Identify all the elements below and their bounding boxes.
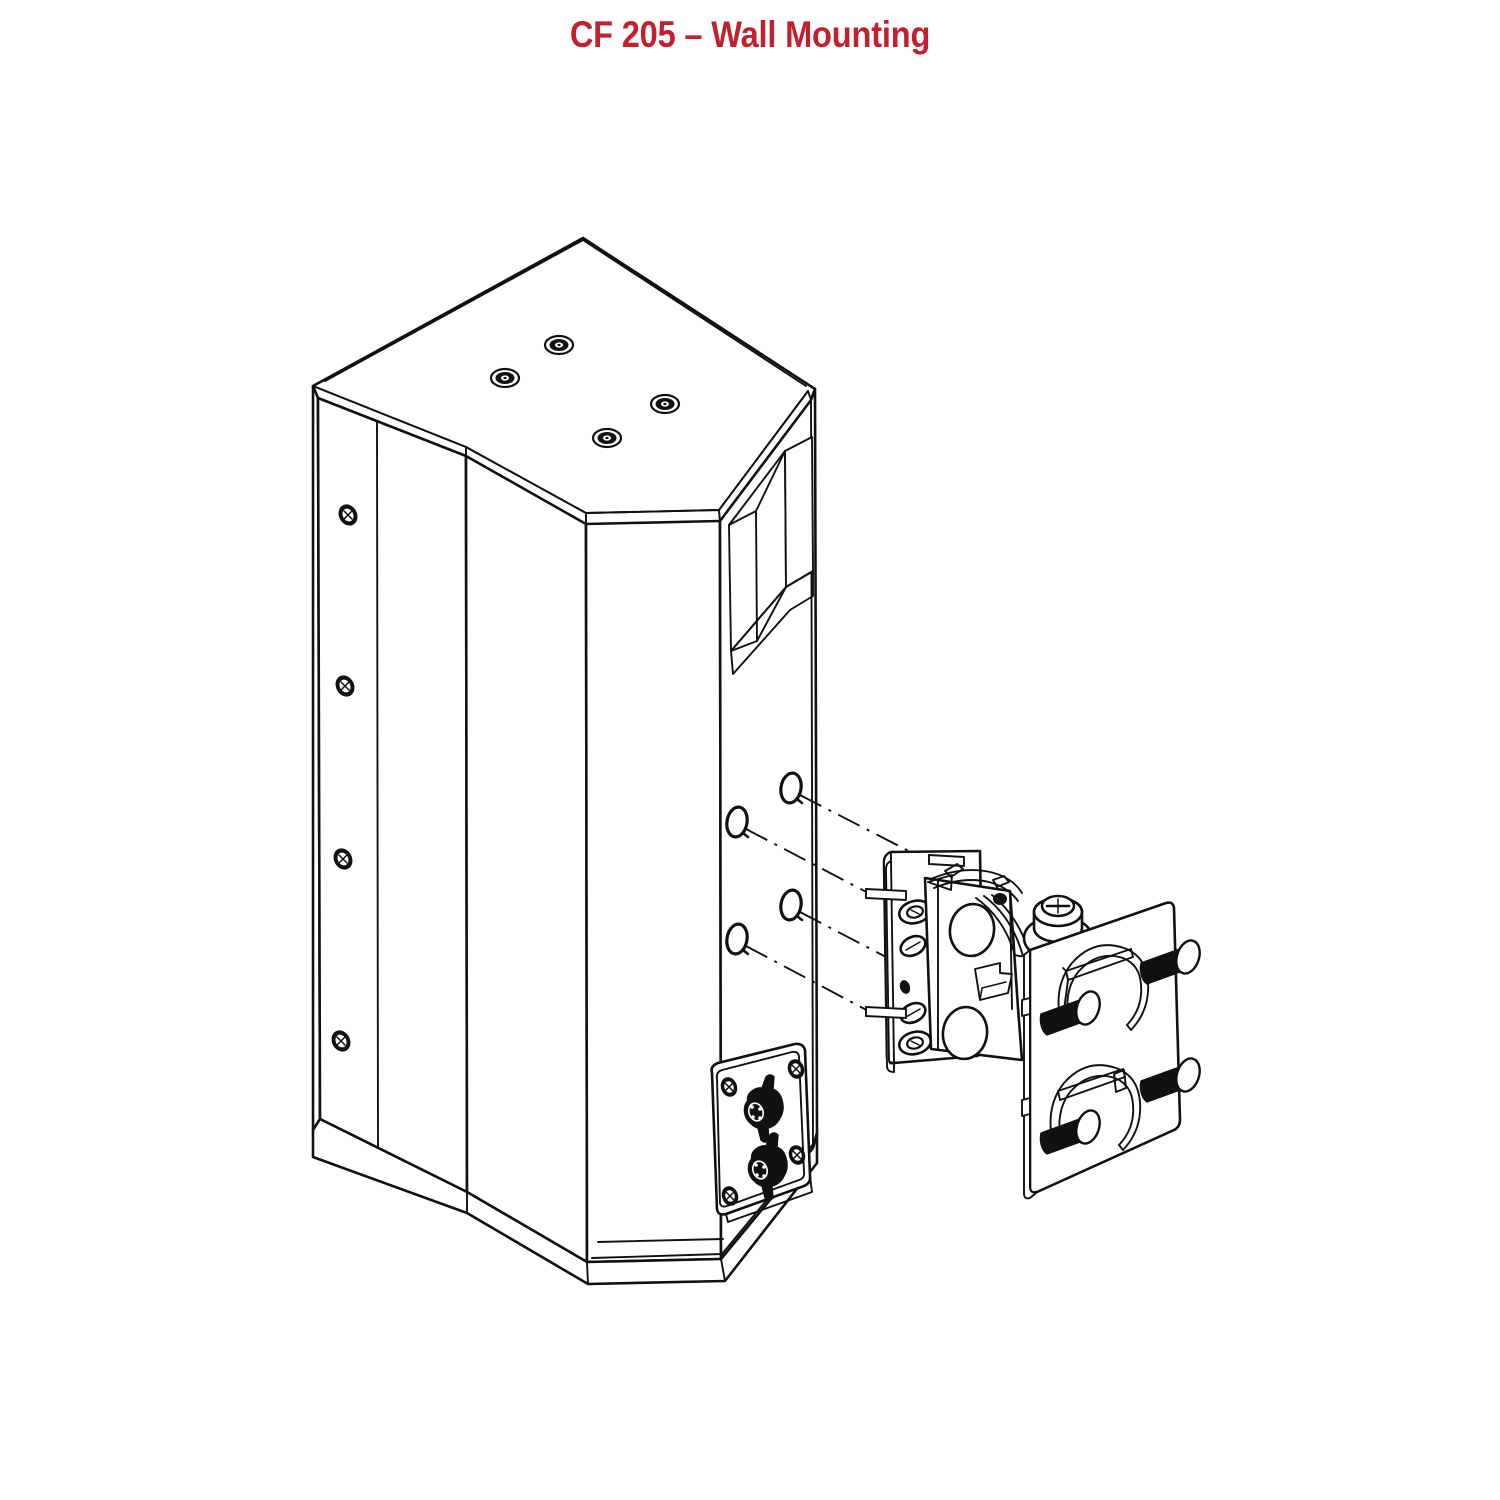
speakon-connector-plate bbox=[710, 1042, 813, 1223]
panel-screw bbox=[333, 848, 353, 870]
cabinet-base-trim bbox=[311, 1117, 819, 1286]
bracket-cutout bbox=[941, 1005, 989, 1061]
mounting-stud bbox=[928, 854, 965, 867]
panel-screw bbox=[335, 675, 355, 697]
page-title: CF 205 – Wall Mounting bbox=[569, 14, 931, 55]
mount-hole bbox=[725, 805, 750, 839]
cabinet-front-baffle bbox=[464, 454, 589, 1264]
mounting-stud bbox=[865, 888, 907, 901]
black-pin bbox=[1139, 1057, 1201, 1103]
bracket-pivot-knob bbox=[1022, 894, 1094, 962]
plate-corner-screw bbox=[787, 1059, 805, 1079]
plate-slot bbox=[899, 934, 927, 958]
cabinet-front-right-face bbox=[584, 519, 723, 1264]
wall-plate-keyhole-slot bbox=[1057, 944, 1150, 1031]
plate-corner-screw bbox=[788, 1145, 806, 1165]
top-threaded-inserts bbox=[489, 334, 681, 449]
mount-hole bbox=[779, 771, 804, 805]
exploded-alignment-centerlines bbox=[745, 794, 931, 1015]
cabinet-top-panel bbox=[311, 236, 817, 526]
top-insert bbox=[591, 427, 623, 449]
speakon-connector bbox=[747, 1132, 788, 1201]
bracket-articulating-body bbox=[923, 863, 1031, 1062]
side-panel-screws bbox=[331, 504, 358, 1052]
mounting-stud bbox=[865, 1006, 907, 1019]
top-insert bbox=[649, 393, 681, 415]
mount-hole bbox=[725, 922, 750, 956]
black-pin bbox=[1039, 990, 1101, 1036]
loudspeaker-cabinet bbox=[311, 236, 819, 1286]
plate-corner-screw bbox=[721, 1186, 739, 1206]
black-pin bbox=[1139, 939, 1201, 985]
plate-small-hole bbox=[899, 980, 911, 994]
mount-hole bbox=[779, 888, 804, 922]
rear-panel-mounting-holes bbox=[725, 771, 804, 956]
wall-plate-black-pins bbox=[1039, 939, 1201, 1155]
plate-countersunk-hole bbox=[897, 899, 933, 925]
bracket-cutout bbox=[948, 902, 996, 958]
wall-mount-bracket-assembly bbox=[865, 849, 1201, 1200]
speakon-connector bbox=[743, 1074, 784, 1143]
panel-screw bbox=[331, 1030, 351, 1052]
cabinet-handle-recess bbox=[728, 436, 814, 675]
top-insert bbox=[543, 334, 575, 356]
black-pin bbox=[1039, 1109, 1101, 1155]
top-insert bbox=[489, 367, 521, 389]
panel-screw bbox=[338, 504, 358, 526]
bracket-wall-side-plate bbox=[1021, 901, 1201, 1200]
cabinet-side-panel bbox=[311, 384, 469, 1194]
plate-corner-screw bbox=[720, 1077, 738, 1097]
